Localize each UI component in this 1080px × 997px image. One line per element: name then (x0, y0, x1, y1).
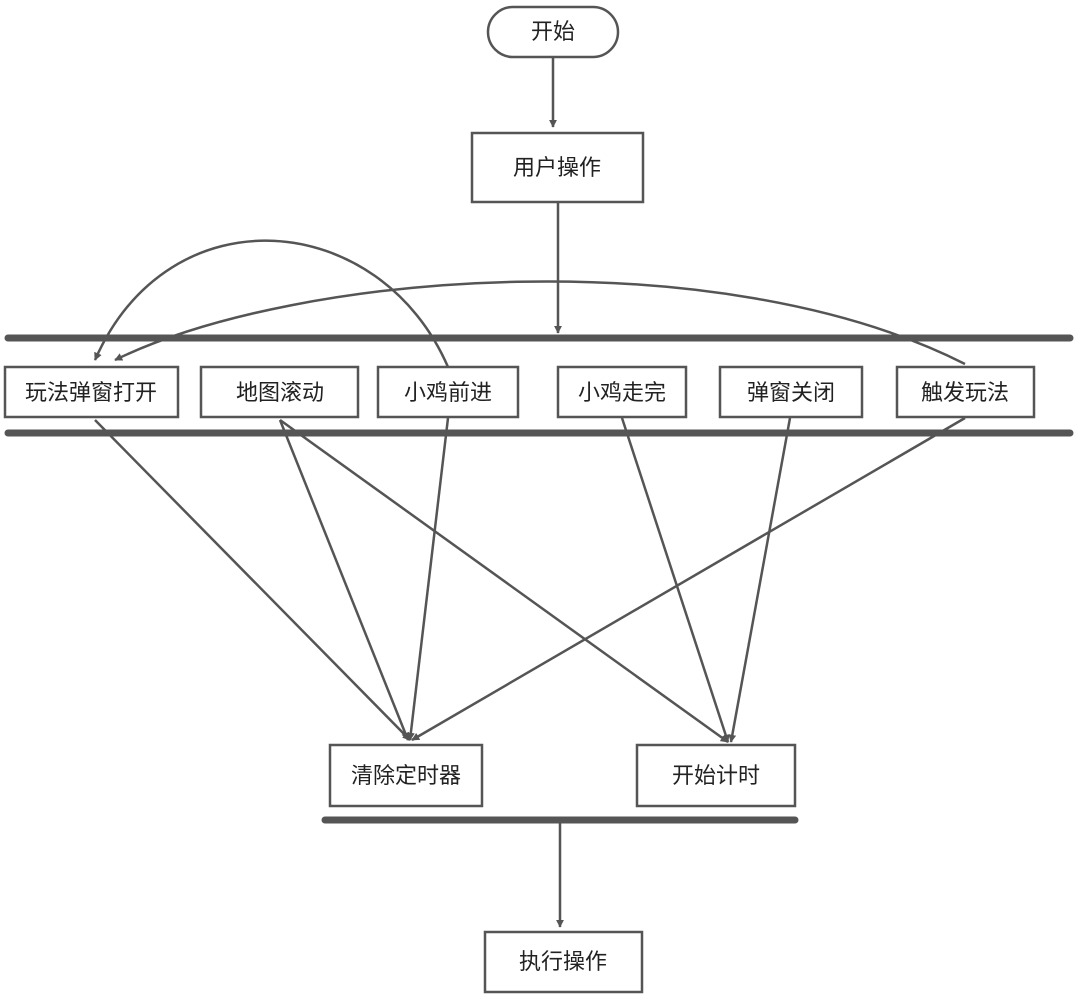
chick-finish-node: 小鸡走完 (556, 365, 688, 419)
user-op-node-label: 用户操作 (513, 156, 601, 181)
trigger-play-node-label: 触发玩法 (921, 381, 1009, 406)
nodes: 开始 用户操作 玩法弹窗打开 地图滚动 小鸡前进 小鸡走完 弹窗关闭 (3, 5, 1036, 994)
chick-forward-node: 小鸡前进 (376, 365, 520, 419)
arrow-trigger-play-to-clear-timer (411, 416, 966, 742)
execute-op-node: 执行操作 (483, 930, 644, 994)
popup-close-node: 弹窗关闭 (718, 365, 864, 419)
popup-close-node-label: 弹窗关闭 (747, 381, 835, 406)
arrow-trigger-play-to-popup-open (114, 280, 966, 366)
arrow-chick-finish-to-start-timer (620, 417, 730, 743)
arrow-map-scroll-to-start-timer (279, 418, 729, 744)
execute-op-node-label: 执行操作 (519, 950, 607, 975)
user-op-node: 用户操作 (470, 131, 645, 204)
start-node: 开始 (486, 5, 620, 59)
clear-timer-node: 清除定时器 (328, 743, 484, 808)
arrow-chick-forward-to-popup-open (93, 239, 450, 368)
arrow-popup-open-to-clear-timer (94, 419, 411, 741)
sync-bars (4, 334, 1074, 824)
connectors (93, 57, 966, 928)
chick-finish-node-label: 小鸡走完 (578, 381, 666, 406)
start-node-label: 开始 (531, 20, 575, 45)
start-timer-node: 开始计时 (635, 743, 797, 808)
arrow-popup-close-to-start-timer (728, 417, 792, 743)
clear-timer-node-label: 清除定时器 (351, 764, 461, 789)
start-timer-node-label: 开始计时 (672, 764, 760, 789)
map-scroll-node-label: 地图滚动 (236, 381, 324, 406)
popup-open-node: 玩法弹窗打开 (3, 365, 180, 419)
chick-forward-node-label: 小鸡前进 (404, 381, 492, 406)
trigger-play-node: 触发玩法 (895, 365, 1036, 419)
map-scroll-node: 地图滚动 (199, 365, 360, 419)
popup-open-node-label: 玩法弹窗打开 (25, 381, 157, 406)
arrow-chick-forward-to-clear-timer (406, 417, 450, 741)
arrow-map-scroll-to-clear-timer (278, 419, 410, 741)
